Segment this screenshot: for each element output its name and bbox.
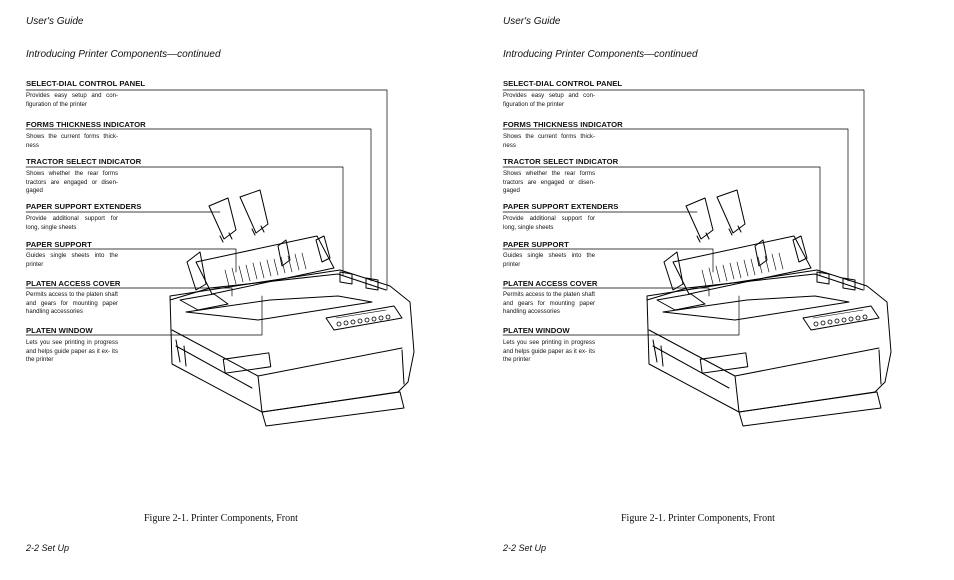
desc-paper-support-extenders: Provide additional support for long, sin… (503, 215, 595, 231)
desc-select-dial-control-panel: Provides easy setup and con- figuration … (503, 92, 595, 108)
paper-support-extenders (208, 189, 269, 243)
page-right: User's Guide Introducing Printer Compone… (477, 0, 954, 580)
running-header: User's Guide (503, 16, 561, 27)
label-paper-support: PAPER SUPPORT (503, 240, 569, 249)
desc-tractor-select-indicator: Shows whether the rear forms tractors ar… (503, 170, 595, 195)
desc-paper-support: Guides single sheets into the printer (503, 252, 595, 268)
desc-paper-support-extenders: Provide additional support for long, sin… (26, 215, 118, 231)
control-panel (802, 305, 880, 331)
label-forms-thickness-indicator: FORMS THICKNESS INDICATOR (503, 120, 623, 129)
desc-forms-thickness-indicator: Shows the current forms thick- ness (26, 133, 118, 149)
printer-body (169, 269, 415, 413)
status-indicators (339, 271, 379, 291)
running-header: User's Guide (26, 16, 84, 27)
desc-platen-window: Lets you see printing in progress and he… (26, 339, 118, 364)
platen-window-shape (222, 352, 272, 374)
printer-body (646, 269, 892, 413)
desc-platen-access-cover: Permits access to the platen shaft and g… (26, 291, 118, 316)
desc-select-dial-control-panel: Provides easy setup and con- figuration … (26, 92, 118, 108)
platen-access-cover-shape (179, 293, 373, 321)
label-forms-thickness-indicator: FORMS THICKNESS INDICATOR (26, 120, 146, 129)
page-footer: 2-2 Set Up (26, 543, 70, 553)
printer-base (652, 339, 882, 427)
platen-access-cover-shape (656, 293, 850, 321)
figure-caption: Figure 2-1. Printer Components, Front (621, 513, 775, 524)
control-panel (325, 305, 403, 331)
paper-support (186, 235, 335, 295)
label-paper-support: PAPER SUPPORT (26, 240, 92, 249)
label-select-dial-control-panel: SELECT-DIAL CONTROL PANEL (26, 79, 146, 88)
desc-paper-support: Guides single sheets into the printer (26, 252, 118, 268)
section-subheading: Introducing Printer Components—continued (26, 49, 221, 60)
label-platen-access-cover: PLATEN ACCESS COVER (503, 279, 598, 288)
desc-forms-thickness-indicator: Shows the current forms thick- ness (503, 133, 595, 149)
status-indicators (816, 271, 856, 291)
label-paper-support-extenders: PAPER SUPPORT EXTENDERS (26, 202, 142, 211)
label-paper-support-extenders: PAPER SUPPORT EXTENDERS (503, 202, 619, 211)
label-platen-window: PLATEN WINDOW (26, 326, 93, 335)
label-tractor-select-indicator: TRACTOR SELECT INDICATOR (503, 157, 619, 166)
desc-tractor-select-indicator: Shows whether the rear forms tractors ar… (26, 170, 118, 195)
page-left: User's Guide Introducing Printer Compone… (25, 16, 415, 553)
page-footer: 2-2 Set Up (503, 543, 547, 553)
section-subheading: Introducing Printer Components—continued (503, 49, 698, 60)
desc-platen-access-cover: Permits access to the platen shaft and g… (503, 291, 595, 316)
desc-platen-window: Lets you see printing in progress and he… (503, 339, 595, 364)
printer-base (175, 339, 405, 427)
paper-support (663, 235, 812, 295)
label-platen-access-cover: PLATEN ACCESS COVER (26, 279, 121, 288)
label-tractor-select-indicator: TRACTOR SELECT INDICATOR (26, 157, 142, 166)
label-platen-window: PLATEN WINDOW (503, 326, 570, 335)
label-select-dial-control-panel: SELECT-DIAL CONTROL PANEL (503, 79, 623, 88)
platen-window-shape (699, 352, 749, 374)
paper-support-extenders (685, 189, 746, 243)
figure-caption: Figure 2-1. Printer Components, Front (144, 513, 298, 524)
